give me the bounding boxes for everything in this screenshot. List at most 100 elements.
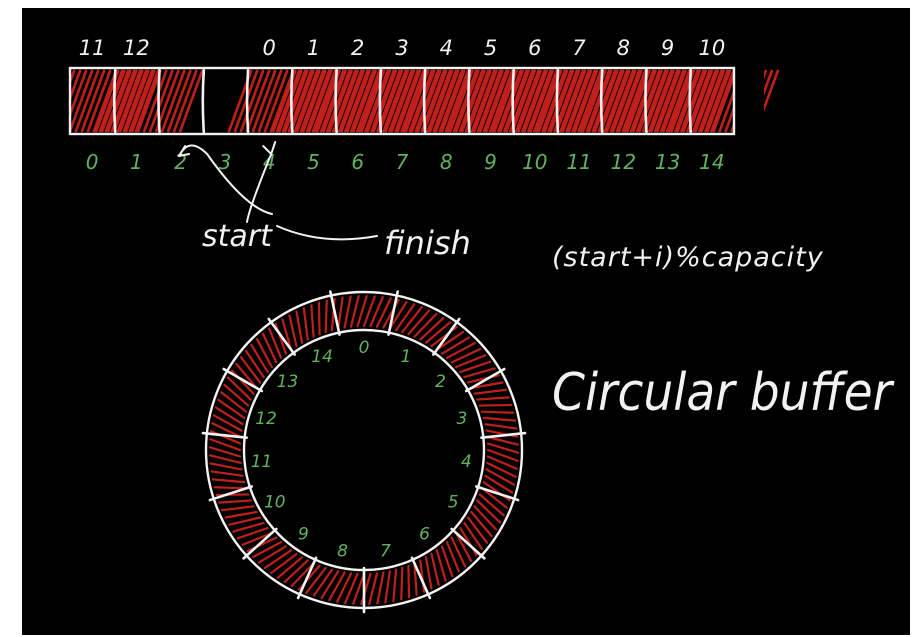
ring-hatch-stroke — [407, 564, 411, 599]
fill-hatch — [650, 69, 675, 133]
fill-hatch — [549, 69, 575, 133]
fill-hatch — [440, 69, 466, 133]
ring-divider — [222, 367, 264, 393]
fill-hatch — [674, 69, 699, 133]
cell-divider — [245, 68, 250, 134]
ring-hatch-stroke — [212, 414, 243, 432]
fill-hatch — [706, 69, 732, 133]
cell-divider — [555, 68, 560, 134]
ring-index-label: 0 — [359, 338, 370, 358]
ring-hatch-stroke — [232, 521, 265, 533]
fill-hatch — [621, 69, 647, 133]
ring-hatch-stroke — [255, 338, 273, 369]
title-text: Circular buffer — [552, 363, 895, 423]
fill-hatch — [688, 69, 714, 133]
fill-hatch — [704, 69, 729, 133]
slot-label-front: 0 — [263, 36, 276, 60]
fill-hatch — [122, 69, 148, 133]
fill-hatch — [555, 69, 581, 133]
ring-hatch-stroke — [268, 327, 283, 359]
fill-hatch — [390, 69, 416, 133]
ring-hatch-stroke — [208, 454, 242, 465]
array-cell: 3 — [219, 150, 232, 174]
ring-index-label: 2 — [435, 372, 446, 392]
array-cell: 37 — [360, 36, 470, 174]
ring-hatch-stroke — [349, 294, 360, 328]
fill-hatch — [364, 69, 389, 133]
ring-hatch-stroke — [312, 568, 334, 597]
fill-hatch — [503, 69, 528, 133]
fill-hatch — [577, 69, 602, 133]
ring-hatch-stroke — [208, 446, 242, 458]
fill-hatch — [293, 69, 319, 133]
ring-hatch-stroke — [344, 572, 359, 604]
fill-hatch — [98, 69, 124, 133]
ring-hatch-stroke — [424, 321, 452, 344]
start-arrowhead — [178, 145, 191, 157]
fill-hatch — [80, 69, 106, 133]
fill-hatch — [638, 69, 663, 133]
fill-hatch — [104, 69, 130, 133]
ring-hatch-stroke — [288, 314, 298, 348]
fill-hatch — [338, 69, 363, 133]
fill-hatch — [467, 69, 492, 133]
fill-hatch — [320, 69, 345, 133]
fill-hatch — [692, 69, 717, 133]
ring-hatch-stroke — [388, 300, 408, 330]
ring-hatch-stroke — [305, 566, 327, 594]
ring-hatch-stroke — [244, 349, 265, 379]
ring-hatch-stroke — [352, 572, 366, 605]
ring-hatch-stroke — [276, 556, 304, 579]
fill-hatch — [535, 69, 560, 133]
array-cell: 121 — [94, 36, 204, 174]
ring-hatch-stroke — [463, 367, 496, 379]
fill-hatch — [452, 69, 478, 133]
ring-divider — [329, 290, 341, 336]
fill-hatch — [517, 69, 542, 133]
ring-index-label: 6 — [419, 524, 430, 544]
slot-label-front: 6 — [528, 36, 541, 60]
ring-index-label: 1 — [400, 347, 411, 367]
slot-label-front: 8 — [617, 36, 630, 60]
ring-hatch-stroke — [209, 462, 243, 471]
fill-hatch — [603, 69, 629, 133]
ring-hatch-stroke — [485, 468, 516, 486]
fill-hatch — [665, 69, 691, 133]
fill-hatch — [434, 69, 460, 133]
fill-hatch — [86, 69, 112, 133]
fill-hatch — [160, 69, 186, 133]
fill-hatch — [402, 69, 428, 133]
fill-hatch — [275, 69, 301, 133]
index-label: 6 — [351, 150, 364, 174]
slot-label-front: 7 — [572, 36, 586, 60]
fill-hatch — [269, 69, 295, 133]
fill-hatch — [166, 69, 192, 133]
ring-index-label: 8 — [337, 542, 348, 562]
formula-text: (start+i)%capacity — [552, 242, 824, 273]
fill-hatch — [328, 69, 353, 133]
fill-hatch — [68, 69, 94, 133]
fill-hatch — [284, 69, 309, 133]
fill-hatch — [378, 69, 404, 133]
index-label: 8 — [440, 150, 453, 174]
fill-hatch — [629, 69, 655, 133]
fill-hatch — [134, 69, 160, 133]
fill-hatch — [136, 69, 162, 133]
ring-hatch-stroke — [392, 568, 398, 603]
fill-hatch — [491, 69, 516, 133]
fill-hatch — [314, 69, 339, 133]
fill-hatch — [438, 69, 464, 133]
fill-hatch — [302, 69, 327, 133]
ring-hatch-stroke — [246, 536, 278, 553]
finish-connector — [276, 225, 378, 241]
ring-hatch-stroke — [486, 455, 518, 470]
ring-hatch-stroke — [356, 294, 368, 328]
ring-index-label: 4 — [461, 452, 472, 472]
ring-index-label: 12 — [255, 409, 277, 429]
fill-hatch — [446, 69, 472, 133]
fill-hatch — [432, 69, 458, 133]
fill-hatch — [74, 69, 100, 133]
index-label: 1 — [130, 150, 143, 174]
ring-hatch-stroke — [228, 516, 262, 526]
chalkboard: 1101212304152637485961071181291310141112… — [22, 8, 910, 635]
